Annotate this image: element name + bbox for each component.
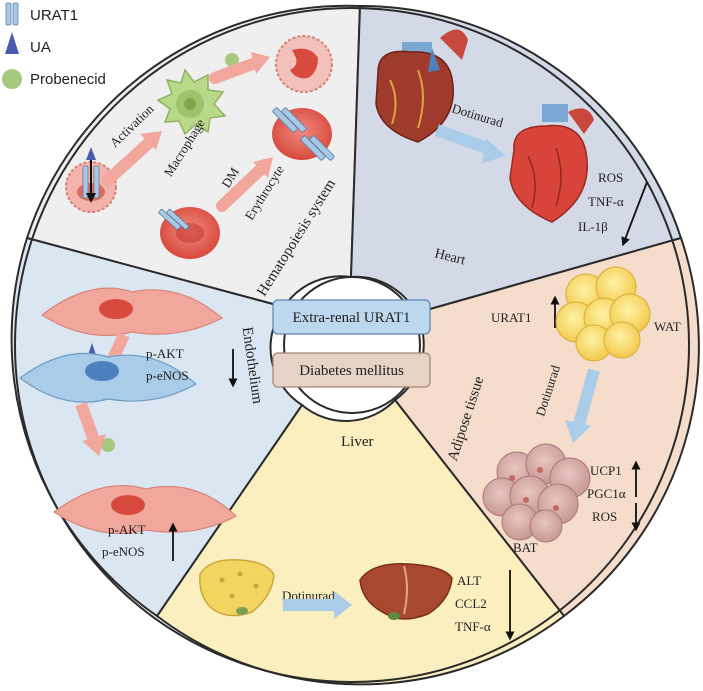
white-adipocytes-icon — [555, 266, 651, 362]
endothelium-arrow-2 — [75, 401, 100, 443]
dm-arrow — [216, 162, 268, 212]
dotinurad-arrow-adipose — [572, 368, 600, 430]
marker-pakt-bottom: p-AKT — [108, 522, 146, 537]
fatty-liver-icon — [199, 559, 275, 617]
marker-penos-top: p-eNOS — [146, 368, 189, 383]
urat1-transporter-icon — [5, 2, 19, 26]
legend-label-ua: UA — [30, 39, 51, 56]
marker-tnf-liver: TNF-α — [455, 619, 491, 634]
marker-ccl2: CCL2 — [455, 596, 487, 611]
hematopoietic-cell-icon — [65, 147, 117, 213]
heart-icon — [375, 29, 468, 143]
legend: URAT1 UA Probenecid — [2, 2, 106, 89]
brown-adipocytes-icon — [482, 443, 591, 543]
liver-sector: Liver Dotinurad ALT CCL2 TNF-α — [199, 434, 515, 641]
activation-arrow — [102, 134, 158, 186]
sector-hematopoiesis-bg — [25, 4, 362, 309]
healthy-liver-icon — [359, 563, 453, 620]
marker-pakt-top: p-AKT — [146, 346, 184, 361]
center-box-diabetes — [272, 352, 431, 388]
marker-pgc1a: PGC1α — [587, 486, 626, 501]
macrophage-to-rbc-arrow — [209, 56, 264, 84]
center-label-diabetes: Diabetes mellitus — [299, 363, 404, 379]
center-label-urat1: Extra-renal URAT1 — [293, 310, 411, 326]
label-bat: BAT — [513, 540, 538, 555]
label-wat: WAT — [654, 319, 681, 334]
marker-il1b-heart: IL-1β — [578, 219, 608, 234]
legend-label-urat1: URAT1 — [30, 7, 78, 24]
outer-ring — [14, 7, 690, 683]
dotinurad-arrow-heart — [434, 124, 495, 156]
marker-tnf-heart: TNF-α — [588, 194, 624, 209]
center-hub: Extra-renal URAT1 Diabetes mellitus — [272, 276, 431, 414]
endothelial-cell-middle-icon — [18, 352, 198, 403]
erythrocyte-urat1-icon — [272, 107, 335, 161]
red-blood-cell-icon — [275, 35, 333, 93]
sector-liver-bg — [155, 398, 566, 686]
marker-ucp1: UCP1 — [590, 463, 622, 478]
probenecid-dot-icon — [225, 53, 239, 67]
endothelial-cell-bottom-icon — [52, 484, 238, 535]
probenecid-dot-icon — [101, 438, 115, 452]
label-urat1-adipose: URAT1 — [491, 310, 531, 325]
endothelium-sector: p-AKT p-eNOS Endothelium p-AKT p-eNOS — [18, 287, 265, 561]
erythrocyte-icon — [158, 207, 220, 259]
probenecid-dot-icon — [2, 69, 22, 89]
uric-acid-drop-icon — [5, 32, 19, 54]
marker-penos-bottom: p-eNOS — [102, 544, 145, 559]
marker-ros-adipose: ROS — [592, 509, 617, 524]
marker-alt: ALT — [457, 573, 481, 588]
marker-ros-heart: ROS — [598, 170, 623, 185]
macrophage-icon — [156, 68, 227, 136]
sector-title-heart: Heart — [433, 246, 467, 268]
legend-label-probenecid: Probenecid — [30, 71, 106, 88]
treated-heart-icon — [509, 104, 594, 223]
down-arrow-heart — [621, 181, 648, 247]
endothelial-cell-top-icon — [40, 287, 224, 337]
center-box-urat1 — [272, 299, 431, 335]
sector-title-liver: Liver — [341, 434, 373, 450]
